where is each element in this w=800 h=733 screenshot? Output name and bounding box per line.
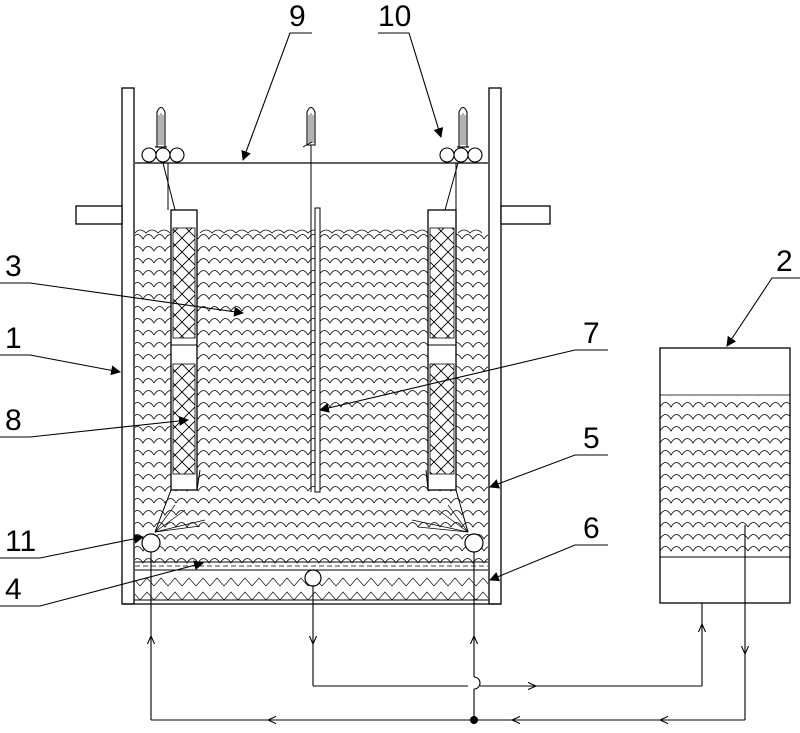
label-6: 6: [583, 512, 600, 545]
label-4: 4: [5, 573, 22, 606]
tank-left-wall: [122, 88, 134, 604]
label-9: 9: [289, 0, 306, 33]
roller-left: [142, 148, 184, 162]
flow-arrows: [151, 618, 745, 720]
tank-right-wall: [489, 88, 501, 604]
reservoir-tank: [660, 348, 790, 603]
roller-right: [440, 148, 482, 162]
label-3: 3: [5, 250, 22, 283]
label-5: 5: [583, 422, 600, 455]
label-7: 7: [583, 317, 600, 350]
label-1: 1: [5, 322, 22, 355]
hook-left: [155, 108, 167, 148]
pipe-junction-dot: [470, 716, 478, 724]
hook-center: [303, 108, 315, 148]
label-2: 2: [776, 245, 793, 278]
label-8: 8: [5, 404, 22, 437]
right-lug: [501, 206, 550, 224]
electrode-right: [428, 210, 456, 490]
bottom-inlet-nozzle: [305, 570, 321, 586]
label-10: 10: [378, 0, 411, 33]
electrolysis-tank: [76, 88, 550, 604]
label-11: 11: [5, 525, 36, 558]
left-lug: [76, 206, 122, 224]
electrode-left: [171, 210, 197, 490]
hook-right: [457, 108, 469, 148]
